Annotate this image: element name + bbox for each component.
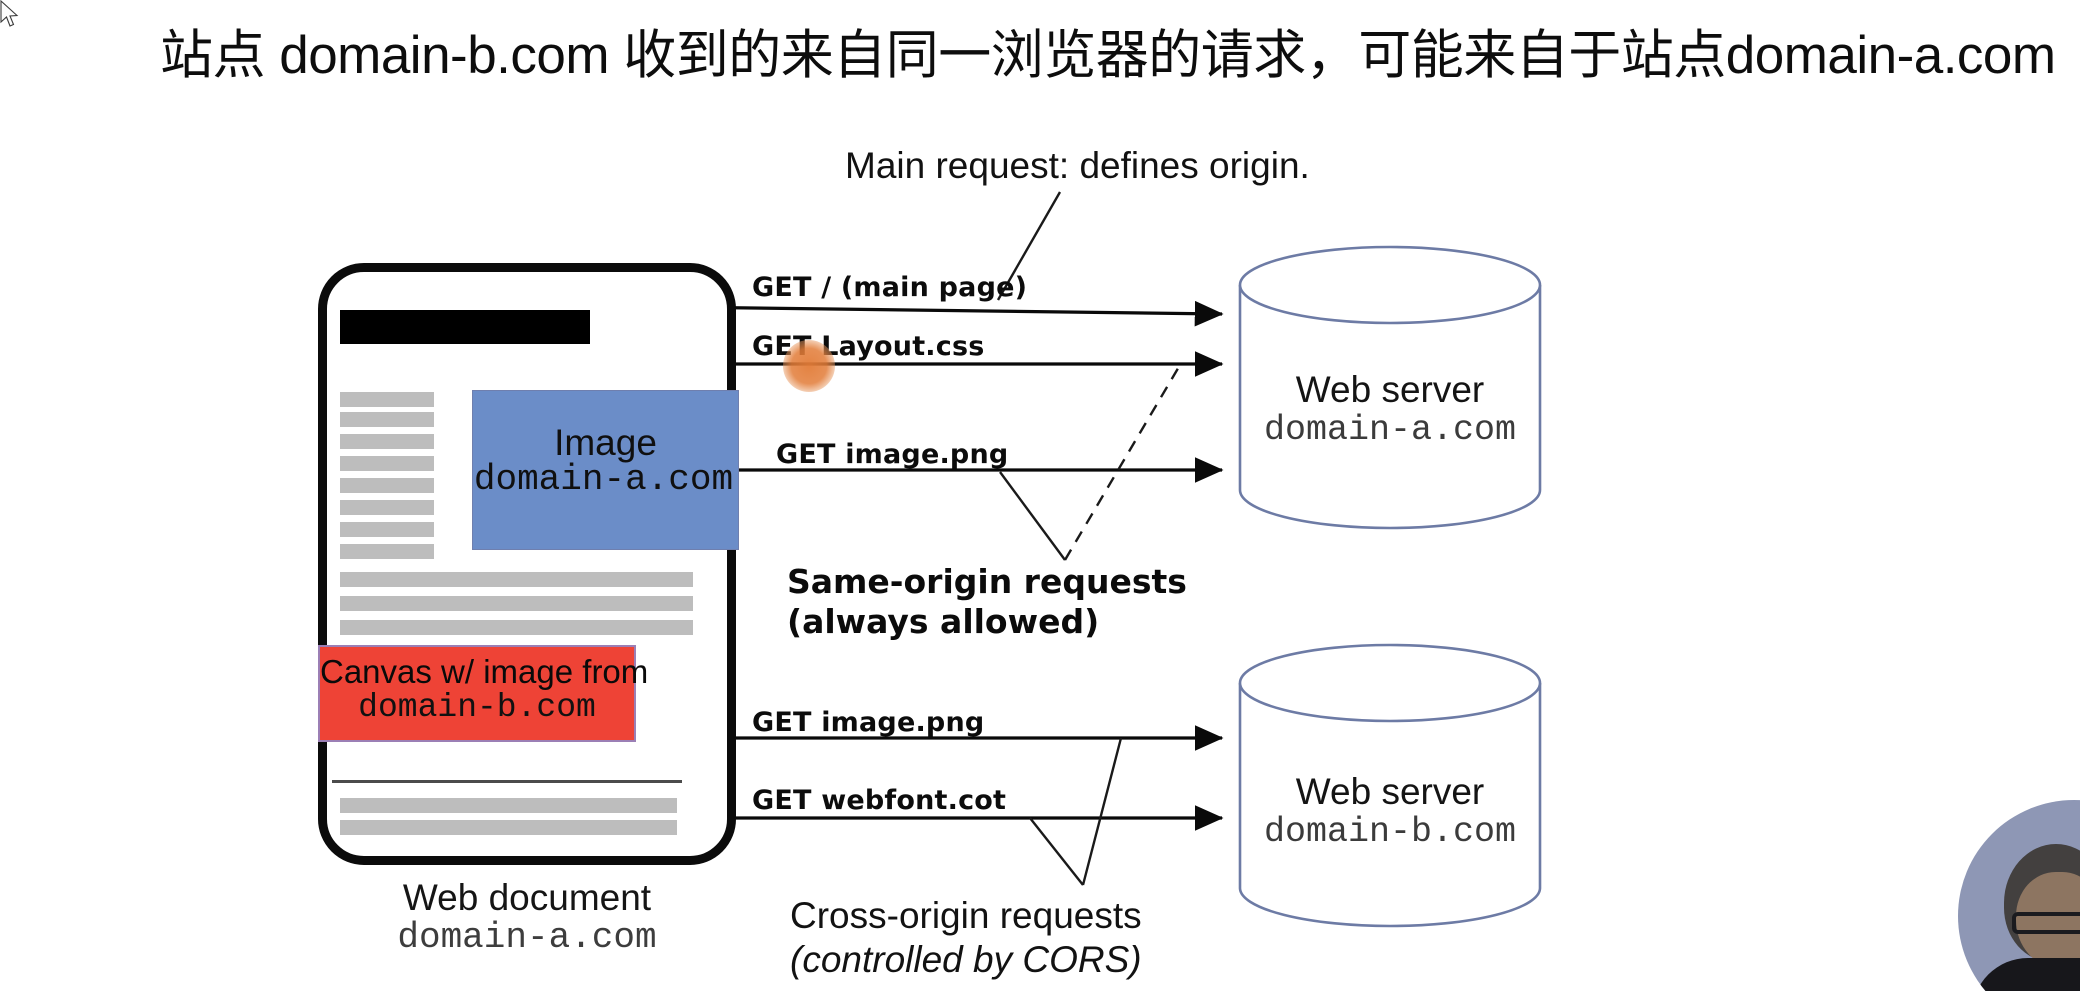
presenter-body [1972,958,2080,991]
text-line [340,522,434,537]
image-box-label: Image [554,422,657,463]
web-document-caption-domain: domain-a.com [397,917,657,959]
image-box-domain: domain-a.com [473,459,734,500]
server-cylinder-a [1238,245,1542,530]
server-b-title: Web server [1295,771,1485,812]
glasses-icon [2012,912,2080,934]
annotation-same-origin-line1: Same-origin requests [787,562,1187,601]
web-document-caption-title: Web document [402,877,652,918]
text-line [340,820,677,835]
page-title: 站点 domain-b.com 收到的来自同一浏览器的请求，可能来自于站点dom… [160,26,2056,85]
request-label-image-png-b: GET image.png [752,707,985,738]
text-line [340,620,693,635]
image-box: Image domain-a.com [472,390,739,550]
cursor-highlight [783,340,835,392]
text-line [340,544,434,559]
text-line [340,500,434,515]
text-line [340,478,434,493]
text-line [340,412,434,427]
annotation-same-origin: Same-origin requests (always allowed) [787,562,1187,643]
annotation-cross-origin-line2: (controlled by CORS) [790,938,1142,980]
text-line [340,596,693,611]
annotation-cross-origin: Cross-origin requests (controlled by COR… [790,894,1142,981]
request-label-main-page: GET / (main page) [752,272,1028,303]
request-label-image-png-a: GET image.png [776,439,1009,470]
canvas-box: Canvas w/ image from domain-b.com [318,645,649,742]
document-divider [332,780,682,783]
annotation-main-request: Main request: defines origin. [845,145,1310,186]
server-b-domain: domain-b.com [1263,811,1517,852]
web-document-frame [318,263,736,865]
server-a-title: Web server [1295,369,1485,410]
leader-main-request [996,191,1062,301]
text-line [340,798,677,813]
leader-same-origin [999,364,1182,561]
document-header-bar [340,310,590,344]
web-document-content: Image domain-a.com Canvas w/ image from … [318,300,739,840]
text-line [340,434,434,449]
server-a-domain: domain-a.com [1263,409,1517,450]
text-line [340,392,434,407]
server-caption-b: Web server domain-b.com [1240,771,1540,852]
presenter-face [2016,872,2080,968]
web-document-caption: Web document domain-a.com [318,877,736,959]
annotation-cross-origin-line1: Cross-origin requests [790,895,1142,936]
canvas-box-label: Canvas w/ image from [320,653,649,690]
pointer-arrow-icon [0,0,19,27]
text-line [340,572,693,587]
request-label-webfont-cot: GET webfont.cot [752,785,1007,816]
leader-cross-origin [1029,737,1123,886]
text-line [340,456,434,471]
annotation-same-origin-line2: (always allowed) [787,602,1100,642]
canvas-box-domain: domain-b.com [358,688,596,726]
server-caption-a: Web server domain-a.com [1240,369,1540,450]
server-cylinder-b [1238,643,1542,928]
